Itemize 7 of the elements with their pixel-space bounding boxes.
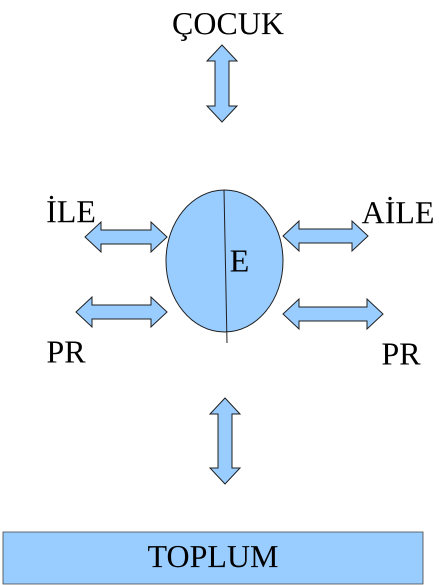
text-label: İLE bbox=[47, 196, 94, 222]
text-label: ÇOCUK bbox=[173, 13, 284, 41]
ellipse-node: E bbox=[166, 190, 284, 332]
text-label: PR bbox=[47, 342, 86, 362]
rectangle-box: TOPLUM bbox=[2, 532, 424, 584]
text-label: PR bbox=[382, 344, 421, 364]
text-label: AİLE bbox=[362, 196, 433, 224]
